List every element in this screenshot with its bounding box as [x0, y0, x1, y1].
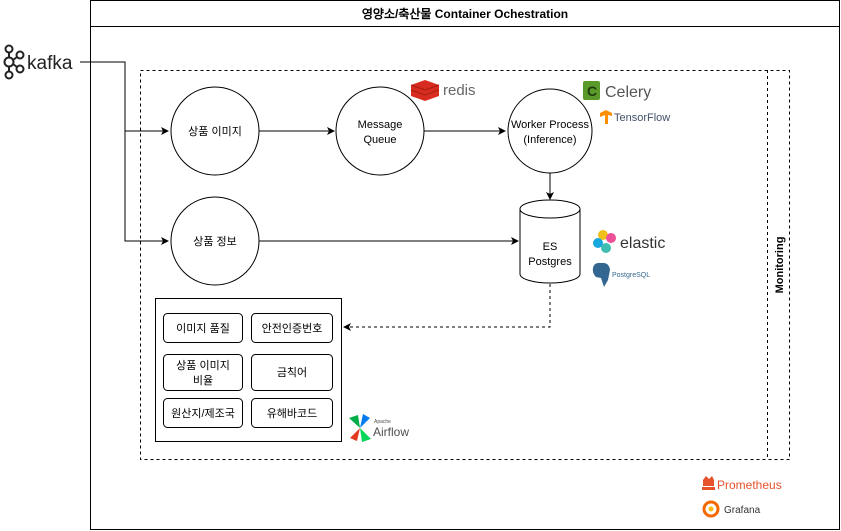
svg-text:상품 정보: 상품 정보	[193, 235, 237, 248]
svg-text:유해바코드: 유해바코드	[267, 406, 318, 420]
diagram-title: 영양소/축산물 Container Ochestration	[362, 6, 568, 21]
svg-text:redis: redis	[443, 82, 476, 99]
node-message-queue[interactable]: Message Queue	[335, 86, 425, 176]
svg-text:Worker Process: Worker Process	[511, 119, 590, 131]
node-worker-process[interactable]: Worker Process (Inference)	[507, 88, 593, 174]
kafka-connector	[80, 61, 554, 331]
monitoring-label: Monitoring	[774, 237, 786, 294]
celery-logo: C Celery	[583, 81, 651, 101]
elastic-logo: elastic	[593, 230, 665, 253]
node-product-image[interactable]: 상품 이미지	[170, 86, 260, 176]
svg-text:Prometheus: Prometheus	[717, 478, 782, 492]
kafka-logo: kafka	[3, 44, 73, 80]
grafana-logo: Grafana	[702, 500, 761, 518]
airflow-logo: Apache Airflow	[349, 414, 409, 442]
check-banned-words[interactable]: 금칙어	[251, 354, 333, 391]
postgresql-logo: PostgreSQL	[592, 262, 650, 287]
svg-text:Apache: Apache	[374, 419, 391, 425]
svg-text:elastic: elastic	[620, 235, 665, 252]
svg-text:이미지 품질: 이미지 품질	[176, 322, 230, 335]
svg-text:안전인증번호: 안전인증번호	[262, 322, 323, 335]
tensorflow-logo: TensorFlow	[600, 110, 670, 124]
node-product-info[interactable]: 상품 정보	[170, 196, 260, 286]
prometheus-logo: Prometheus	[702, 476, 782, 492]
check-image-quality[interactable]: 이미지 품질	[163, 313, 243, 343]
check-harmful-barcode[interactable]: 유해바코드	[251, 398, 333, 428]
svg-text:원산지/제조국: 원산지/제조국	[171, 407, 235, 420]
svg-text:TensorFlow: TensorFlow	[614, 112, 670, 124]
svg-text:Grafana: Grafana	[724, 505, 761, 516]
check-safety-cert[interactable]: 안전인증번호	[251, 313, 333, 343]
svg-text:PostgreSQL: PostgreSQL	[612, 272, 650, 279]
svg-text:Queue: Queue	[363, 134, 396, 146]
svg-text:상품 이미지: 상품 이미지	[188, 125, 242, 138]
svg-text:상품 이미지: 상품 이미지	[176, 359, 230, 372]
svg-text:비율: 비율	[193, 374, 213, 387]
svg-text:kafka: kafka	[27, 53, 73, 74]
container-area	[140, 70, 790, 460]
orchestration-frame	[90, 0, 840, 530]
svg-text:C: C	[587, 83, 597, 99]
node-es-postgres[interactable]: ES Postgres	[519, 199, 581, 284]
svg-text:Celery: Celery	[605, 84, 651, 101]
svg-text:Airflow: Airflow	[373, 425, 409, 439]
svg-text:금칙어: 금칙어	[277, 366, 307, 379]
svg-text:Message: Message	[358, 119, 403, 131]
svg-text:Postgres: Postgres	[528, 256, 572, 268]
svg-text:(Inference): (Inference)	[523, 134, 576, 146]
redis-logo: redis	[410, 80, 476, 101]
svg-text:ES: ES	[543, 241, 558, 253]
check-origin[interactable]: 원산지/제조국	[163, 398, 243, 428]
